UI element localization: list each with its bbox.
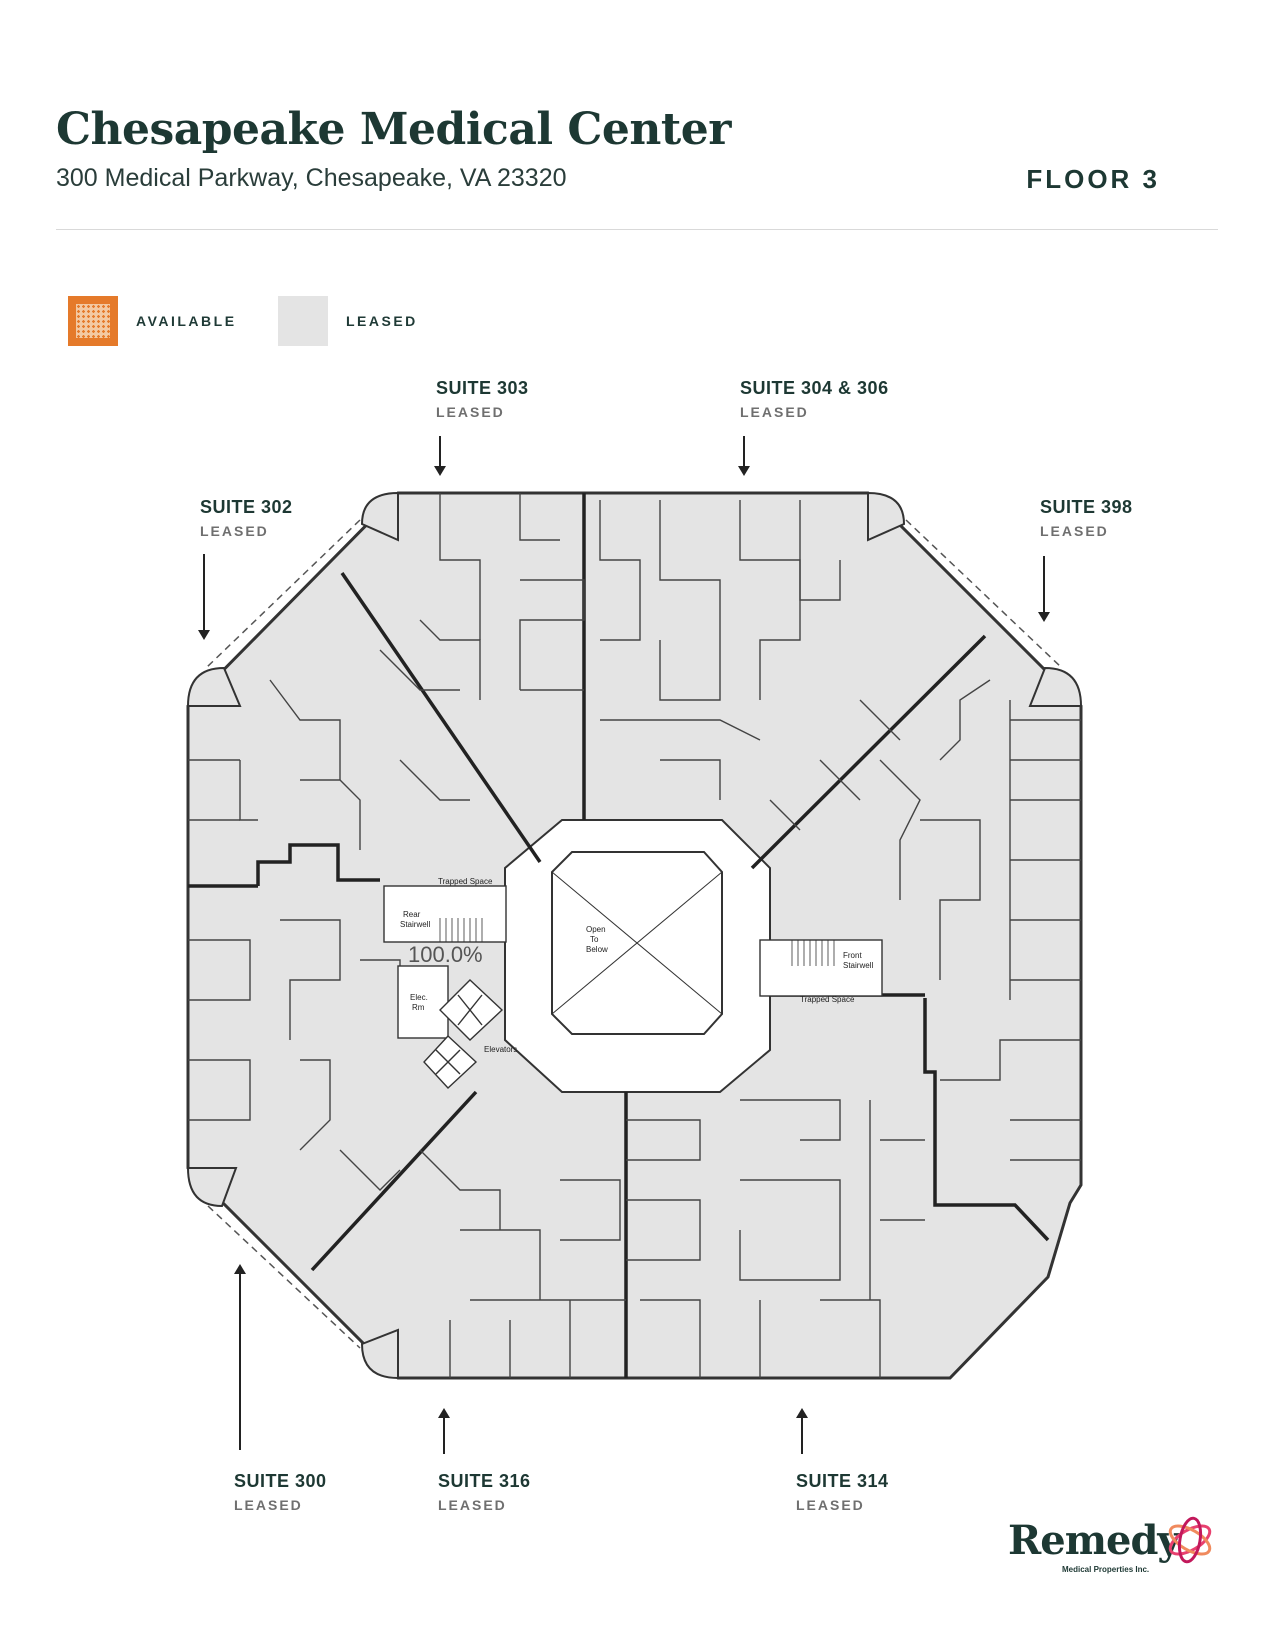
building-address: 300 Medical Parkway, Chesapeake, VA 2332… xyxy=(56,164,567,192)
plan-stamp-text: 100.0% xyxy=(408,942,483,967)
legend-available-swatch xyxy=(68,296,118,346)
open-to-below-label-3: Below xyxy=(586,945,608,954)
rear-stairwell-label-1: Rear xyxy=(403,910,421,919)
open-to-below-label-2: To xyxy=(590,935,599,944)
arrow-heads xyxy=(198,466,1050,1418)
page-title: Chesapeake Medical Center xyxy=(56,104,731,155)
suite-302-label: SUITE 302 LEASED xyxy=(200,497,293,539)
exterior-dashes xyxy=(205,519,1063,1349)
brand-logo-icon xyxy=(1168,1516,1212,1564)
trapped-space-rear-label: Trapped Space xyxy=(438,877,493,886)
suite-demising-walls xyxy=(188,493,1050,1378)
front-stairwell-label-2: Stairwell xyxy=(843,961,873,970)
legend-leased-label: LEASED xyxy=(346,313,418,329)
interior-walls xyxy=(188,493,1081,1378)
rear-stairwell-label-2: Stairwell xyxy=(400,920,430,929)
floor-label: FLOOR 3 xyxy=(1026,164,1160,194)
front-stairwell xyxy=(759,939,883,997)
suite-398-label: SUITE 398 LEASED xyxy=(1040,497,1133,539)
suite-314-label: SUITE 314 LEASED xyxy=(796,1471,889,1513)
suite-304-306-label: SUITE 304 & 306 LEASED xyxy=(740,378,889,420)
suite-303-label: SUITE 303 LEASED xyxy=(436,378,529,420)
brand-logo-wordmark: Remedy xyxy=(1008,1517,1181,1564)
legend-leased-swatch xyxy=(278,296,328,346)
trapped-space-front-label: Trapped Space xyxy=(800,995,855,1004)
corner-bays xyxy=(186,491,1083,1380)
suite-pointer-arrows xyxy=(203,436,1045,1454)
header-divider xyxy=(56,229,1218,230)
legend-available-label: AVAILABLE xyxy=(136,313,237,329)
suite-316-label: SUITE 316 LEASED xyxy=(438,1471,531,1513)
elec-rm-label-1: Elec. xyxy=(410,993,428,1002)
elec-rm-label-2: Rm xyxy=(412,1003,425,1012)
brand-logo-subtitle: Medical Properties Inc. xyxy=(1062,1565,1150,1574)
atrium-diagonal-b xyxy=(551,871,723,1015)
elevators-label: Elevators xyxy=(484,1045,517,1054)
front-stairwell-label-1: Front xyxy=(843,951,862,960)
open-to-below-label-1: Open xyxy=(586,925,606,934)
suite-300-label: SUITE 300 LEASED xyxy=(234,1471,327,1513)
elevator-bank xyxy=(397,965,504,1089)
rear-stairwell xyxy=(383,885,507,943)
